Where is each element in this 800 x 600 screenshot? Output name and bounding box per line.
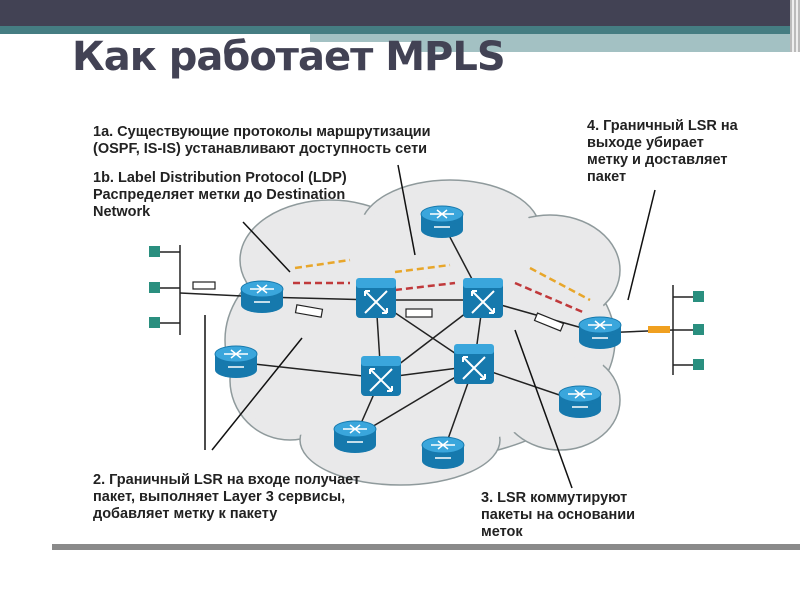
note-1a-line: 1a. Существующие протоколы маршрутизации (93, 124, 431, 140)
note-3: 3. LSR коммутируют пакеты на основании м… (481, 490, 635, 541)
lsr-switch-icon (361, 356, 401, 396)
lsr-switch-icon (356, 278, 396, 318)
edge-router-icon (333, 420, 377, 453)
teal-bar (0, 26, 790, 34)
note-4-line: пакет (587, 169, 627, 185)
note-1a: 1a. Существующие протоколы маршрутизации… (93, 124, 431, 158)
note-1b: 1b. Label Distribution Protocol (LDP) Ра… (93, 170, 347, 221)
top-bar (0, 0, 790, 26)
note-2: 2. Граничный LSR на входе получает пакет… (93, 472, 360, 523)
accent-bar (310, 34, 790, 42)
accent-bar-2 (420, 42, 790, 52)
edge-router-icon (240, 280, 284, 313)
edge-router-icon (420, 205, 464, 238)
note-3-line: меток (481, 524, 523, 540)
lsr-switch-icon (454, 344, 494, 384)
edge-router-icon (214, 345, 258, 378)
note-1b-line: 1b. Label Distribution Protocol (LDP) (93, 170, 347, 186)
routers (214, 205, 622, 469)
packet-icons (192, 281, 565, 332)
cloud-fill (230, 190, 613, 477)
edge-router-icon (558, 385, 602, 418)
ldp-arrows (294, 258, 591, 302)
note-2-line: добавляет метку к пакету (93, 506, 278, 522)
note-3-line: пакеты на основании (481, 507, 636, 523)
lsr-switch-icon (463, 278, 503, 318)
host-icons (149, 246, 704, 370)
note-4-line: выходе убирает (587, 135, 704, 151)
edge-router-icon (421, 436, 465, 469)
note-1b-line: Распределяет метки до Destination (93, 187, 346, 203)
note-2-line: 2. Граничный LSR на входе получает (93, 472, 361, 488)
edge-router-icon (578, 316, 622, 349)
annotation-pointers (204, 164, 656, 489)
note-4-line: метку и доставляет (587, 152, 728, 168)
note-4-line: 4. Граничный LSR на (587, 118, 738, 134)
note-2-line: пакет, выполняет Layer 3 сервисы, (93, 489, 346, 505)
routing-arrows (293, 281, 586, 315)
note-1b-line: Network (93, 204, 151, 220)
slide-title: Как работает MPLS (72, 34, 506, 80)
label-icon (648, 326, 670, 333)
note-1a-line: (OSPF, IS-IS) устанавливают доступность … (93, 141, 428, 157)
note-3-line: 3. LSR коммутируют (481, 490, 628, 506)
note-4: 4. Граничный LSR на выходе убирает метку… (587, 118, 738, 186)
edge-decoration (790, 0, 800, 52)
bottom-bar (52, 544, 800, 550)
